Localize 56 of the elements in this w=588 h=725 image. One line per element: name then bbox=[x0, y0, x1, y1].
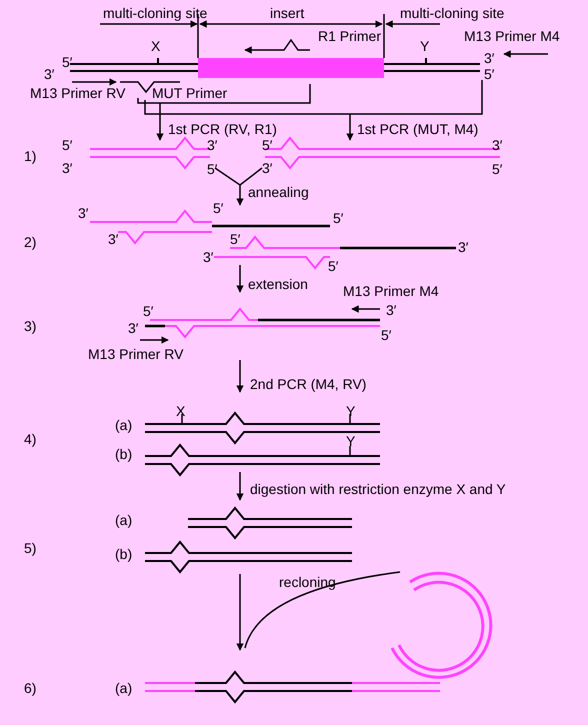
text-label: (a) bbox=[115, 680, 132, 696]
text-label: 5′ bbox=[262, 137, 272, 153]
text-label: R1 Primer bbox=[318, 28, 382, 44]
text-label: Y bbox=[420, 38, 430, 54]
text-label: Y bbox=[346, 433, 356, 449]
text-label: 5′ bbox=[207, 161, 218, 177]
text-label: extension bbox=[248, 276, 308, 292]
text-label: 5′ bbox=[213, 200, 224, 216]
text-label: 3′ bbox=[207, 137, 218, 153]
text-label: (a) bbox=[115, 512, 132, 528]
text-label: 5′ bbox=[328, 258, 338, 274]
text-label: 5′ bbox=[381, 327, 392, 343]
text-label: 1st PCR (MUT, M4) bbox=[357, 121, 478, 137]
text-label: 5′ bbox=[62, 137, 72, 153]
text-label: 3′ bbox=[62, 160, 72, 176]
text-label: insert bbox=[270, 5, 304, 21]
text-label: 5′ bbox=[230, 231, 240, 247]
text-label: 3′ bbox=[492, 137, 502, 153]
text-label: 1st PCR (RV, R1) bbox=[168, 121, 277, 137]
text-label: M13 Primer RV bbox=[88, 346, 184, 362]
text-label: 5′ bbox=[492, 161, 502, 177]
text-label: digestion with restriction enzyme X and Y bbox=[250, 481, 506, 497]
text-label: 5′ bbox=[484, 66, 494, 82]
text-label: X bbox=[176, 403, 186, 419]
text-label: (b) bbox=[115, 546, 132, 562]
text-label: M13 Primer M4 bbox=[343, 283, 439, 299]
text-label: M13 Primer M4 bbox=[464, 28, 560, 44]
text-label: M13 Primer RV bbox=[30, 85, 126, 101]
text-label: 5′ bbox=[143, 303, 154, 319]
text-label: 2nd PCR (M4, RV) bbox=[250, 376, 366, 392]
text-label: X bbox=[151, 38, 160, 54]
text-label: 1) bbox=[24, 148, 36, 164]
text-label: 3′ bbox=[203, 249, 214, 265]
text-label: multi-cloning site bbox=[103, 5, 208, 21]
text-label: 3′ bbox=[44, 66, 54, 82]
text-label: Y bbox=[346, 403, 356, 419]
text-label: 3′ bbox=[128, 320, 138, 336]
text-label: 3′ bbox=[262, 160, 272, 176]
text-label: 5) bbox=[24, 540, 36, 556]
text-label: 5′ bbox=[333, 210, 344, 226]
text-label: 3′ bbox=[484, 50, 494, 66]
text-label: 3′ bbox=[386, 302, 396, 318]
text-label: recloning bbox=[279, 574, 336, 590]
text-label: 2) bbox=[24, 234, 36, 250]
text-label: MUT Primer bbox=[152, 85, 228, 101]
text-label: 3′ bbox=[108, 231, 118, 247]
text-label: (a) bbox=[115, 417, 132, 433]
text-label: multi-cloning site bbox=[400, 5, 504, 21]
text-label: 6) bbox=[24, 680, 36, 696]
text-label: 3′ bbox=[458, 239, 468, 255]
text-label: (b) bbox=[115, 446, 132, 462]
text-label: 3) bbox=[24, 318, 36, 334]
text-label: annealing bbox=[248, 184, 309, 200]
text-label: 3′ bbox=[78, 205, 88, 221]
text-label: 5′ bbox=[62, 54, 72, 70]
text-label: 4) bbox=[24, 431, 36, 447]
